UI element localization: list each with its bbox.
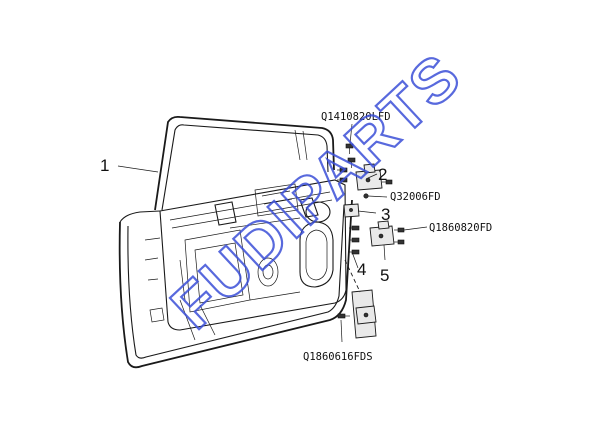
- callout-1: 1: [100, 156, 109, 175]
- part-code-nut-hinge: Q32006FD: [390, 191, 441, 203]
- door-inner-structure: [159, 179, 347, 341]
- bolt-set-upper: [337, 143, 393, 199]
- door-window-frame: [154, 115, 335, 211]
- callout-5: 5: [380, 266, 389, 285]
- door-outer-panel: [118, 199, 353, 369]
- leader-lines: [117, 123, 428, 343]
- door-check-strap: [344, 259, 377, 339]
- hinge-bracket-small: [343, 203, 360, 218]
- callout-4: 4: [357, 260, 366, 279]
- callout-2: 2: [378, 165, 387, 184]
- bolt-set-lower: [337, 225, 405, 319]
- lower-hinge: [369, 220, 395, 247]
- part-code-bolt-upper: Q1410820LFD: [321, 111, 391, 123]
- part-code-bolt-lower-right: Q1860820FD: [429, 222, 492, 234]
- part-code-bolt-check: Q1860616FDS: [303, 351, 373, 363]
- callout-3: 3: [381, 205, 390, 224]
